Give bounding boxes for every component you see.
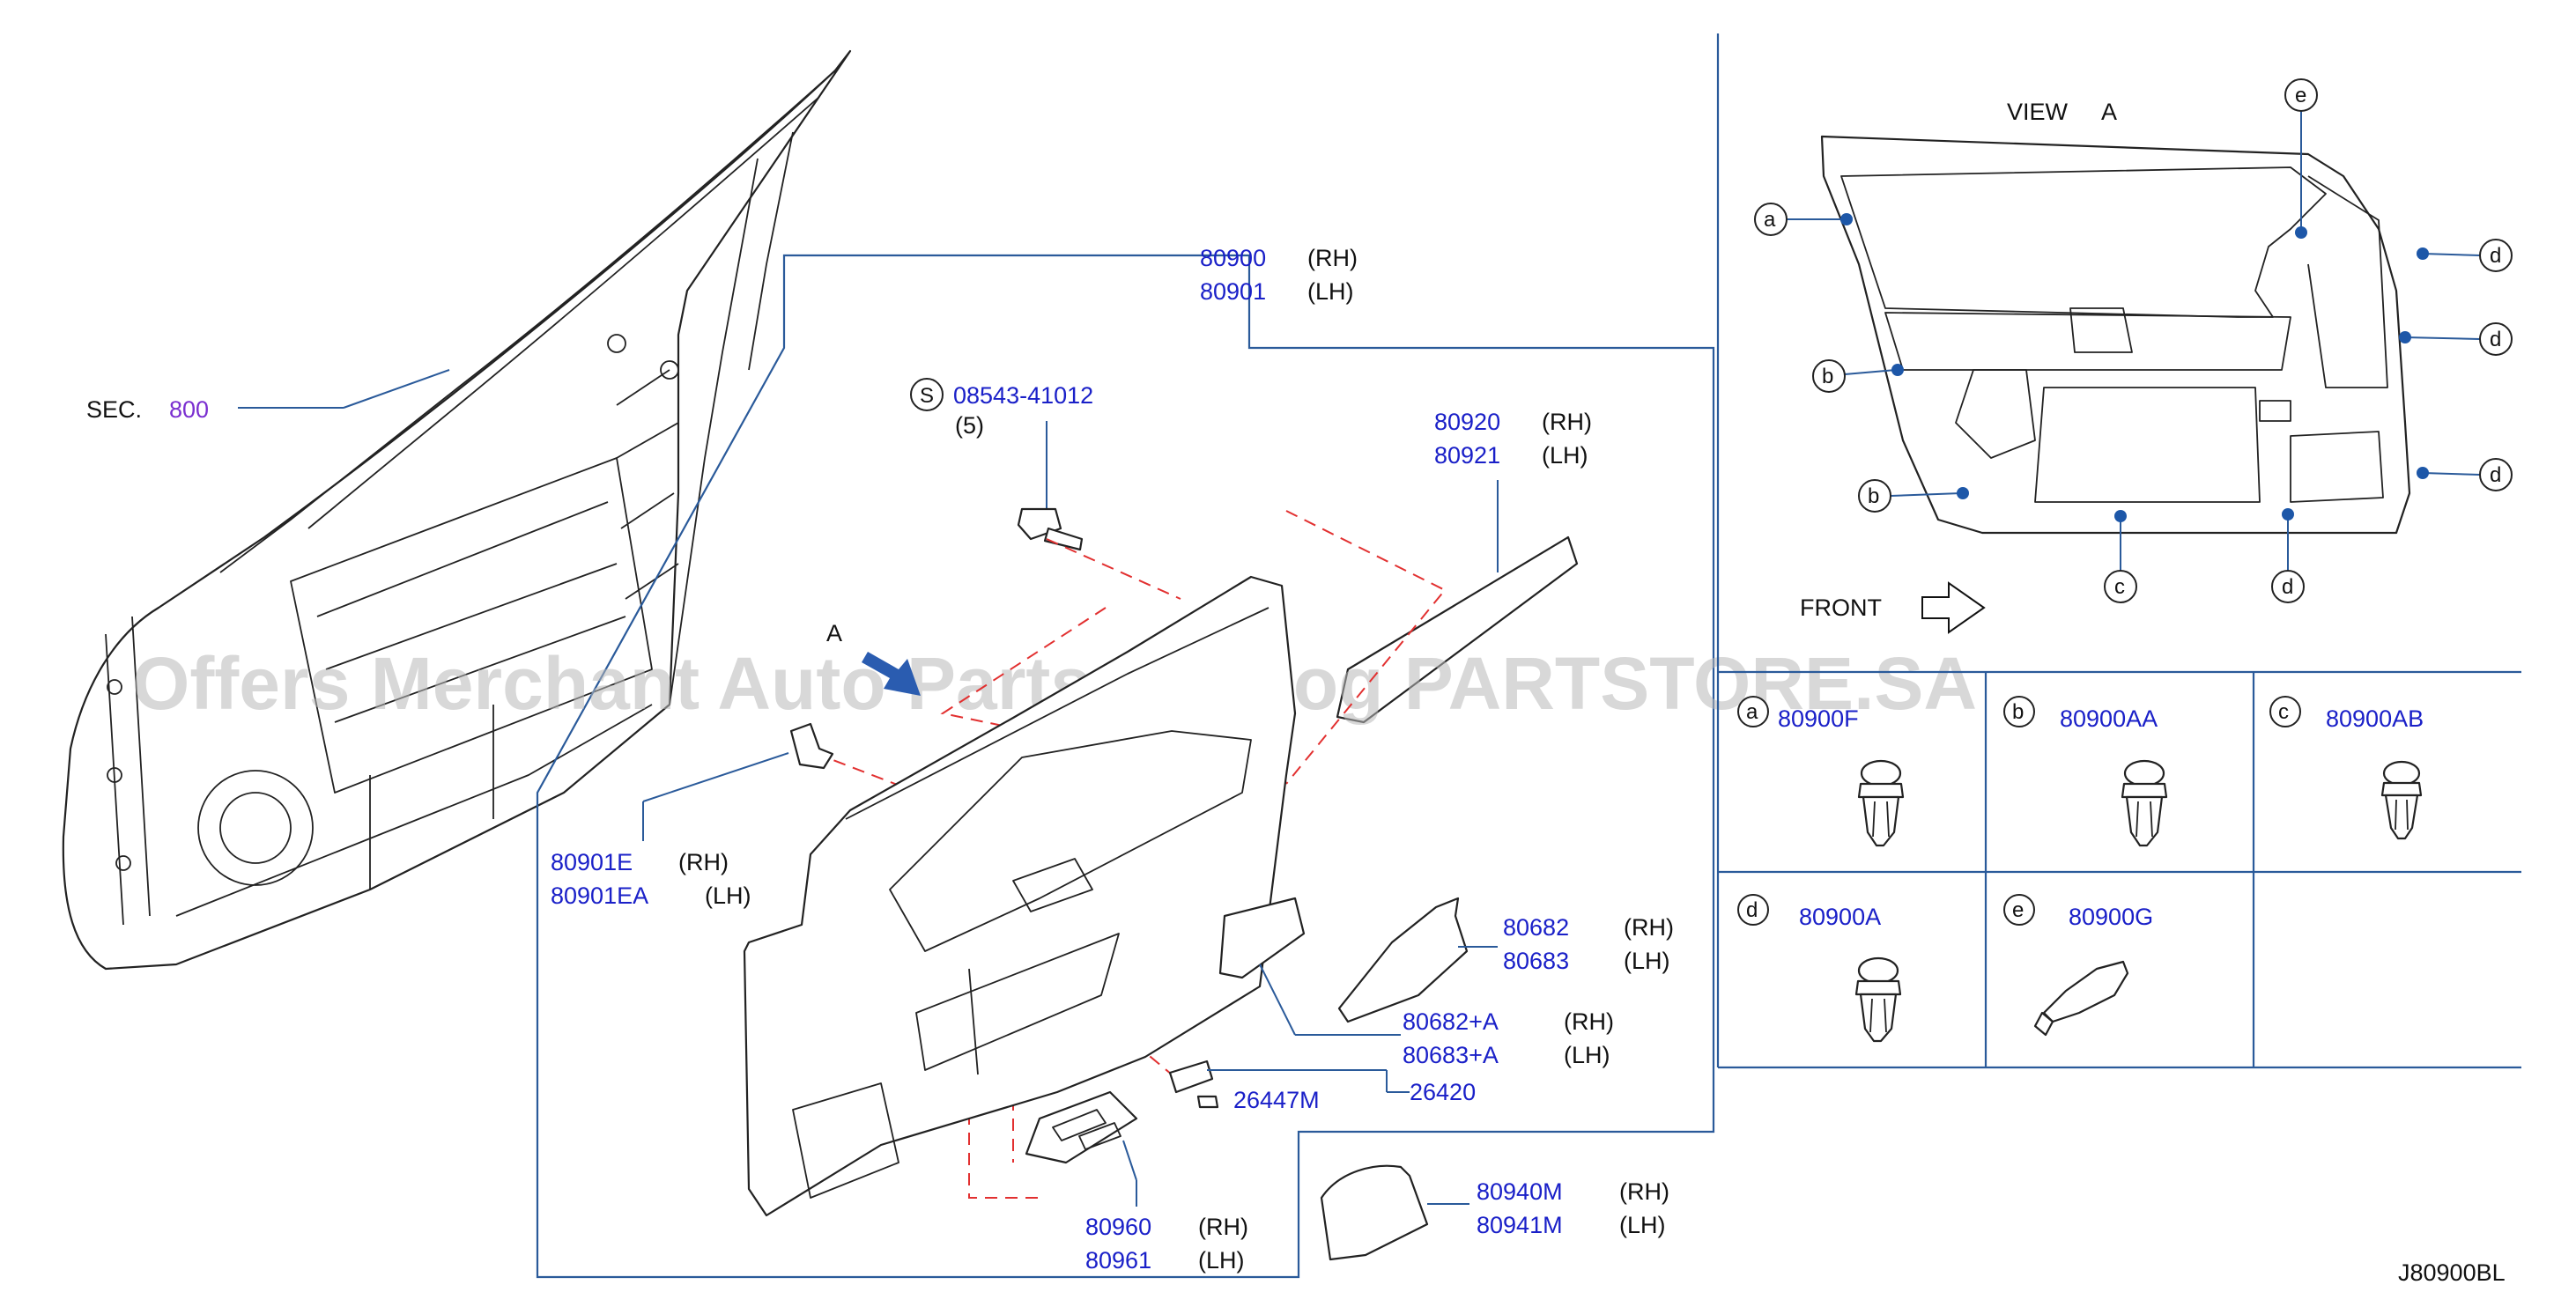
front-label: FRONT (1800, 594, 1882, 621)
clip-e-letter: e (2012, 898, 2024, 922)
side-lh: (LH) (1307, 278, 1354, 305)
clip-80900g-icon (2033, 960, 2129, 1037)
section-leader-arm (343, 369, 450, 409)
clip-80900f-icon (1857, 759, 1905, 847)
diagram-code: J80900BL (2398, 1259, 2506, 1286)
side-rh: (RH) (1542, 409, 1592, 435)
view-arrow-label: A (826, 620, 842, 646)
courtesy-lamp (1168, 1060, 1214, 1094)
side-lh: (LH) (705, 882, 751, 909)
marker-d: d (2282, 575, 2293, 599)
view-letter: A (2101, 99, 2117, 125)
marker-d: d (2490, 463, 2501, 487)
clip-d-letter: d (1746, 898, 1758, 922)
inside-handle-escutcheon (1218, 897, 1306, 979)
side-lh: (LH) (1624, 948, 1670, 974)
side-rh: (RH) (678, 849, 729, 875)
clip-80900a-icon (1854, 956, 1902, 1043)
escutcheon-cover (1337, 897, 1469, 1023)
clip-a-letter: a (1746, 700, 1758, 724)
assembly-frame (536, 254, 1715, 1279)
front-arrow-icon (1921, 581, 1986, 634)
side-rh: (RH) (1624, 914, 1674, 941)
screw-symbol: S (920, 384, 934, 408)
view-markers: a b b c d d d d e (1754, 78, 2513, 603)
screw-quantity: (5) (955, 412, 984, 439)
part-80901-link[interactable]: 80901 (1200, 278, 1266, 305)
side-lh: (LH) (1564, 1042, 1610, 1068)
side-rh: (RH) (1564, 1008, 1614, 1035)
marker-d: d (2490, 244, 2501, 268)
part-80683a-link[interactable]: 80683+A (1403, 1042, 1499, 1068)
marker-d: d (2490, 328, 2501, 351)
marker-e: e (2295, 84, 2306, 107)
marker-b: b (1868, 484, 1879, 508)
part-80900aa-link[interactable]: 80900AA (2060, 705, 2158, 732)
part-26420-link[interactable]: 26420 (1410, 1079, 1476, 1105)
clip-table (1718, 670, 2521, 1069)
armrest-pad (1320, 1164, 1429, 1261)
marker-c: c (2114, 575, 2125, 599)
part-80682-link[interactable]: 80682 (1503, 914, 1569, 941)
part-80901ea-link[interactable]: 80901EA (551, 882, 648, 909)
side-rh: (RH) (1307, 245, 1358, 271)
screw-symbol-circle (910, 378, 944, 411)
door-finisher-strip (1336, 535, 1579, 724)
clip-80901e-illustration (789, 722, 834, 770)
part-80900-link[interactable]: 80900 (1200, 245, 1266, 271)
part-80920-link[interactable]: 80920 (1434, 409, 1500, 435)
escutcheon-a-leader (1259, 964, 1296, 1036)
side-rh: (RH) (1619, 1178, 1669, 1205)
part-80921-link[interactable]: 80921 (1434, 442, 1500, 469)
part-80941m-link[interactable]: 80941M (1477, 1212, 1563, 1238)
marker-b: b (1822, 365, 1833, 388)
section-label: SEC. (86, 396, 142, 423)
part-26447m-link[interactable]: 26447M (1233, 1087, 1320, 1113)
part-80900a-link[interactable]: 80900A (1799, 904, 1881, 930)
switch-leader (1122, 1140, 1137, 1181)
door-trim-panel (743, 575, 1297, 1217)
clip-b-letter: b (2012, 700, 2024, 724)
part-80900g-link[interactable]: 80900G (2069, 904, 2153, 930)
side-lh: (LH) (1619, 1212, 1666, 1238)
part-80900ab-link[interactable]: 80900AB (2326, 705, 2424, 732)
part-80960-link[interactable]: 80960 (1085, 1214, 1151, 1240)
clip-80901e-leader (642, 752, 789, 802)
clip-80900ab-icon (2380, 760, 2423, 840)
section-number-link[interactable]: 800 (169, 396, 209, 423)
part-80683-link[interactable]: 80683 (1503, 948, 1569, 974)
clip-80900aa-icon (2121, 759, 2168, 847)
window-switch-finisher (1025, 1090, 1138, 1164)
clip-c-letter: c (2278, 700, 2289, 724)
part-80682a-link[interactable]: 80682+A (1403, 1008, 1499, 1035)
marker-a: a (1764, 208, 1776, 232)
view-title: VIEW (2007, 99, 2069, 125)
part-08543-41012-link[interactable]: 08543-41012 (953, 382, 1093, 409)
lamp-bulb (1196, 1095, 1219, 1109)
screw-illustration (1017, 507, 1084, 551)
side-lh: (LH) (1542, 442, 1588, 469)
part-80900f-link[interactable]: 80900F (1778, 705, 1859, 732)
part-80940m-link[interactable]: 80940M (1477, 1178, 1563, 1205)
door-frame-illustration (62, 49, 852, 971)
side-lh: (LH) (1198, 1247, 1245, 1274)
part-80961-link[interactable]: 80961 (1085, 1247, 1151, 1274)
side-rh: (RH) (1198, 1214, 1248, 1240)
part-80901e-link[interactable]: 80901E (551, 849, 633, 875)
view-a-arrow (862, 652, 921, 696)
view-a-panel-illustration (1820, 135, 2411, 535)
